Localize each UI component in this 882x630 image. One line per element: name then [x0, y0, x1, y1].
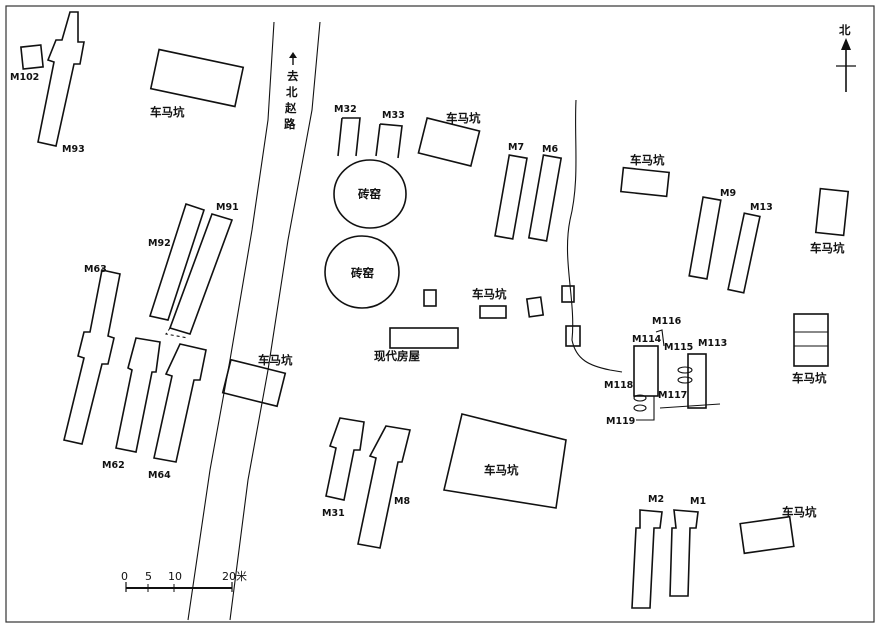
tomb-m114-label: M114	[632, 334, 662, 345]
tomb-m7-label: M7	[508, 142, 524, 153]
tomb-m116-label: M116	[652, 316, 682, 327]
tomb-m115-label: M115	[664, 342, 693, 353]
pit-1-label: 车马坑	[150, 105, 185, 119]
road-left-edge	[187, 21, 275, 621]
tomb-m32-label: M32	[334, 104, 357, 115]
tomb-m113-label: M113	[698, 338, 727, 349]
kiln-1-label: 砖窑	[358, 187, 381, 201]
pit-8-label: 车马坑	[484, 463, 519, 477]
pit-6	[814, 187, 850, 237]
tomb-m13-label: M13	[750, 202, 773, 213]
pit-5	[619, 166, 671, 198]
small-pit-4	[561, 285, 575, 303]
road-right-edge	[229, 21, 321, 621]
tomb-m115-a	[677, 366, 693, 374]
tomb-m1-label: M1	[690, 496, 706, 507]
pit-4-label: 车马坑	[472, 287, 507, 301]
modern-house-label: 现代房屋	[374, 349, 420, 363]
tomb-m93-label: M93	[62, 144, 85, 155]
small-pit-3	[525, 296, 545, 318]
tomb-m102	[20, 44, 44, 70]
tomb-m117-label: M117	[658, 390, 687, 401]
tomb-m63-label: M63	[84, 264, 107, 275]
tomb-m114	[633, 345, 659, 397]
pit-5-label: 车马坑	[630, 153, 665, 167]
pit-7-label: 车马坑	[792, 371, 827, 385]
tomb-m119-label: M119	[606, 416, 635, 427]
pit-2	[221, 358, 287, 408]
north-arrow-icon	[836, 38, 856, 92]
tomb-m117	[636, 395, 655, 421]
small-pit-5	[565, 325, 581, 347]
tomb-m93	[37, 11, 85, 147]
tomb-m62	[115, 337, 161, 453]
tomb-m116	[655, 329, 665, 347]
tomb-m8	[357, 425, 411, 549]
tomb-m32-side	[337, 117, 343, 157]
modern-house	[389, 327, 459, 349]
pit-6-label: 车马坑	[810, 241, 845, 255]
tomb-m64	[153, 343, 207, 463]
tomb-m64-label: M64	[148, 470, 171, 481]
tomb-m6	[527, 154, 563, 242]
road-label-4: 路	[284, 117, 296, 131]
road-arrow-icon	[289, 52, 297, 65]
pit-8	[443, 413, 567, 509]
kiln-2-label: 砖窑	[351, 266, 374, 280]
road-label-3: 赵	[284, 101, 297, 115]
pit-9-label: 车马坑	[782, 505, 817, 519]
tomb-m113	[687, 353, 707, 409]
tomb-m91-label: M91	[216, 202, 239, 213]
small-pit-2	[479, 305, 507, 319]
tomb-m31-label: M31	[322, 508, 345, 519]
road-label-2: 北	[286, 85, 298, 99]
tomb-m92	[148, 202, 206, 321]
tomb-m9-label: M9	[720, 188, 736, 199]
pit-2-label: 车马坑	[258, 353, 293, 367]
scale-tick-0: 0	[121, 570, 128, 583]
map-border	[5, 5, 875, 623]
kiln-2	[324, 235, 400, 309]
tomb-m91-trace	[165, 327, 189, 339]
tomb-m118-label: M118	[604, 380, 634, 391]
tomb-m32	[342, 117, 361, 157]
tomb-m118	[633, 394, 647, 402]
tomb-m7	[494, 154, 528, 240]
pit-9	[739, 515, 795, 555]
tomb-m9	[688, 196, 722, 280]
tomb-m6-label: M6	[542, 144, 558, 155]
tomb-m33-side	[375, 123, 381, 157]
boundary-line	[566, 99, 623, 373]
tomb-m119	[633, 404, 647, 412]
tomb-m8-label: M8	[394, 496, 410, 507]
tomb-m33	[379, 123, 403, 159]
tomb-m31	[325, 417, 365, 501]
tomb-m91	[168, 213, 234, 335]
tomb-m2-label: M2	[648, 494, 664, 505]
small-pit-1	[423, 289, 437, 307]
scale-tick-20: 20米	[222, 570, 247, 583]
tomb-m1	[669, 509, 699, 597]
tomb-m62-label: M62	[102, 460, 125, 471]
tomb-m92-label: M92	[148, 238, 171, 249]
tomb-m33-label: M33	[382, 110, 405, 121]
scale-bar	[125, 582, 233, 592]
scale-tick-10: 10	[168, 570, 182, 583]
tomb-m2	[631, 509, 663, 609]
pit-1	[149, 48, 245, 108]
tomb-m102-label: M102	[10, 72, 39, 83]
pit-3-label: 车马坑	[446, 111, 481, 125]
kiln-1	[333, 159, 407, 229]
pit-7	[793, 313, 829, 367]
boundary-line-2	[659, 403, 721, 409]
north-label: 北	[839, 23, 851, 37]
scale-tick-5: 5	[145, 570, 152, 583]
pit-3	[417, 117, 481, 167]
tomb-m115-b	[677, 376, 693, 384]
road-label-1: 去	[287, 69, 299, 83]
tomb-m63	[63, 269, 121, 445]
tomb-m13	[727, 212, 761, 294]
